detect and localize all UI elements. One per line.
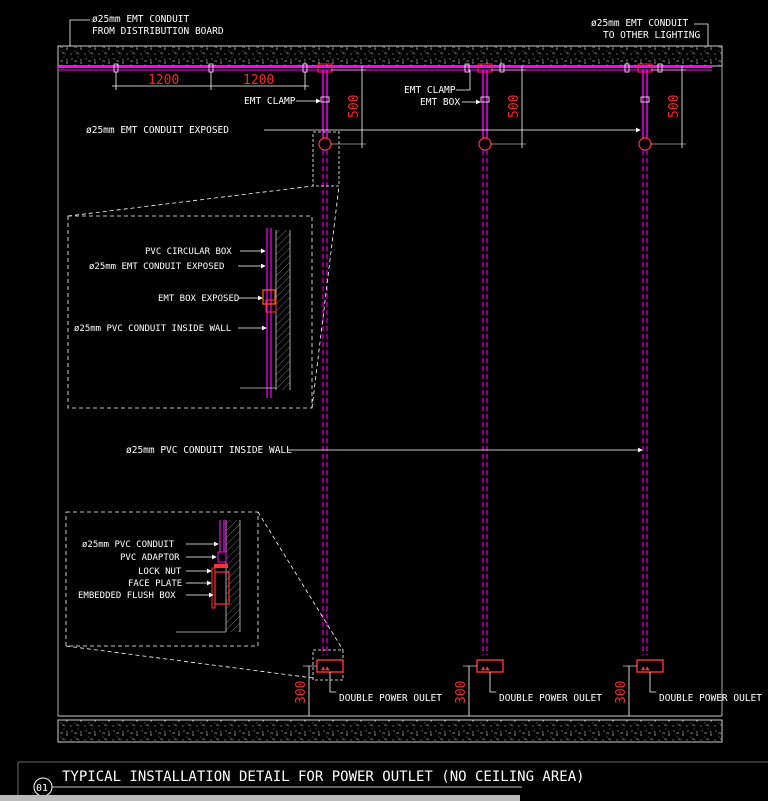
label-conduit-to-lighting-2: TO OTHER LIGHTING <box>603 30 701 41</box>
outlet-height-1: 300 <box>294 681 309 704</box>
detail-lower-pvc-conduit: ø25mm PVC CONDUIT <box>82 540 175 550</box>
label-conduit-exposed: ø25mm EMT CONDUIT EXPOSED <box>86 125 229 136</box>
drop-dimensions: 500 500 500 <box>331 66 686 148</box>
floor-slab <box>57 715 723 743</box>
title-number: 01 <box>36 783 48 794</box>
svg-text:▲▲: ▲▲ <box>321 664 330 672</box>
span-dimensions: 1200 1200 <box>112 72 309 90</box>
detail-lower-pvc-adaptor: PVC ADAPTOR <box>120 553 180 563</box>
ceiling-slab <box>57 45 723 67</box>
label-emt-box-mid: EMT BOX <box>420 97 460 108</box>
label-emt-clamp-left: EMT CLAMP <box>244 96 296 107</box>
outlet-label-2: DOUBLE POWER OULET <box>499 693 602 704</box>
label-conduit-from-db-2: FROM DISTRIBUTION BOARD <box>92 26 224 37</box>
drop-dim-2: 500 <box>507 95 522 118</box>
detail-lower-callout: ø25mm PVC CONDUIT PVC ADAPTOR LOCK NUT F… <box>65 511 344 681</box>
emt-conduit-run <box>58 63 712 73</box>
title-text: TYPICAL INSTALLATION DETAIL FOR POWER OU… <box>62 769 585 785</box>
outlet-height-2: 300 <box>454 681 469 704</box>
span-dim-1: 1200 <box>148 73 179 88</box>
drop-column-1 <box>318 70 332 655</box>
outlet-1: ▲▲ DOUBLE POWER OULET 300 <box>294 659 442 716</box>
svg-text:▲▲: ▲▲ <box>481 664 490 672</box>
label-conduit-to-lighting: ø25mm EMT CONDUIT <box>591 18 689 29</box>
outlet-2: ▲▲ DOUBLE POWER OULET 300 <box>454 659 602 716</box>
pvc-inside-wall-callout: ø25mm PVC CONDUIT INSIDE WALL <box>126 445 643 456</box>
detail-lower-face-plate: FACE PLATE <box>128 579 182 589</box>
svg-text:▲▲: ▲▲ <box>641 664 650 672</box>
detail-upper-emt-exposed: ø25mm EMT CONDUIT EXPOSED <box>89 262 224 272</box>
drop-column-2 <box>478 70 492 655</box>
drop-dim-1: 500 <box>347 95 362 118</box>
title-block: 01 TYPICAL INSTALLATION DETAIL FOR POWER… <box>0 761 768 801</box>
label-pvc-inside-wall: ø25mm PVC CONDUIT INSIDE WALL <box>126 445 292 456</box>
detail-lower-lock-nut: LOCK NUT <box>138 567 182 577</box>
detail-lower-embedded-flush-box: EMBEDDED FLUSH BOX <box>78 591 176 601</box>
detail-upper-callout: PVC CIRCULAR BOX ø25mm EMT CONDUIT EXPOS… <box>67 131 340 409</box>
detail-upper-emt-box-exposed: EMT BOX EXPOSED <box>158 294 239 304</box>
label-conduit-from-db: ø25mm EMT CONDUIT <box>92 14 190 25</box>
top-labels: ø25mm EMT CONDUIT FROM DISTRIBUTION BOAR… <box>69 14 709 136</box>
drop-dim-3: 500 <box>667 95 682 118</box>
outlet-3: ▲▲ DOUBLE POWER OULET 300 <box>614 659 762 716</box>
outlet-label-1: DOUBLE POWER OULET <box>339 693 442 704</box>
detail-upper-pvc-inside-wall: ø25mm PVC CONDUIT INSIDE WALL <box>74 324 231 334</box>
outlet-label-3: DOUBLE POWER OULET <box>659 693 762 704</box>
label-emt-clamp-mid: EMT CLAMP <box>404 85 456 96</box>
outlet-height-3: 300 <box>614 681 629 704</box>
detail-upper-pvc-circular-box: PVC CIRCULAR BOX <box>145 247 232 257</box>
span-dim-2: 1200 <box>243 73 274 88</box>
drop-column-3 <box>638 70 652 655</box>
